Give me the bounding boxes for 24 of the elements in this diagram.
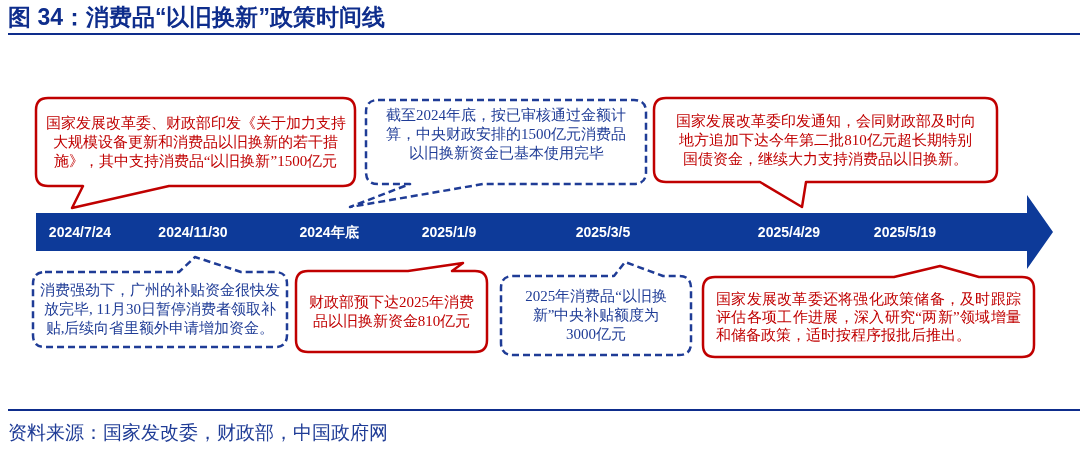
speech-bubble — [700, 263, 1037, 360]
date-label: 2025/4/29 — [757, 224, 821, 240]
speech-bubble — [498, 259, 694, 358]
callout-text: 2025年消费品“以旧换新”中央补贴额度为3000亿元 — [524, 287, 668, 344]
speech-bubble — [33, 95, 358, 211]
date-label: 2024/7/24 — [48, 224, 112, 240]
source-note: 资料来源：国家发改委，财政部，中国政府网 — [8, 421, 388, 445]
speech-bubble — [347, 97, 649, 210]
callout-text: 国家发展改革委印发通知，会同财政部及时向地方追加下达今年第二批810亿元超长期特别国债资金，继续大力支持消费品以旧换新。 — [674, 111, 977, 169]
date-label: 2025/3/5 — [575, 224, 631, 240]
date-label: 2024年底 — [299, 224, 359, 240]
callout-text: 国家发展改革委、财政部印发《关于加力支持大规模设备更新和消费品以旧换新的若干措施》，其中支持消费品“以旧换新”1500亿元 — [44, 113, 347, 171]
date-label: 2024/11/30 — [158, 224, 228, 240]
speech-bubble — [651, 95, 1000, 210]
callout-text: 截至2024年底，按已审核通过金额计算，中央财政安排的1500亿元消费品以旧换新资金已基本使用完毕 — [385, 105, 627, 163]
callout-text: 国家发展改革委还将强化政策储备，及时跟踪评估各项工作进展，深入研究“两新”领域增量和储备政策，适时按程序报批后推出。 — [716, 290, 1021, 344]
figure-title: 图 34：消费品“以旧换新”政策时间线 — [8, 3, 385, 31]
date-label: 2025/5/19 — [873, 224, 937, 240]
speech-bubble — [30, 254, 290, 350]
speech-bubble — [293, 260, 490, 355]
callout-text: 财政部预下达2025年消费品以旧换新资金810亿元 — [308, 292, 475, 331]
timeline-arrow — [36, 195, 1053, 269]
date-label: 2025/1/9 — [421, 224, 477, 240]
callout-text: 消费强劲下，广州的补贴资金很快发放完毕, 11月30日暂停消费者领取补贴,后续向省里额外申请增加资金。 — [39, 281, 281, 338]
